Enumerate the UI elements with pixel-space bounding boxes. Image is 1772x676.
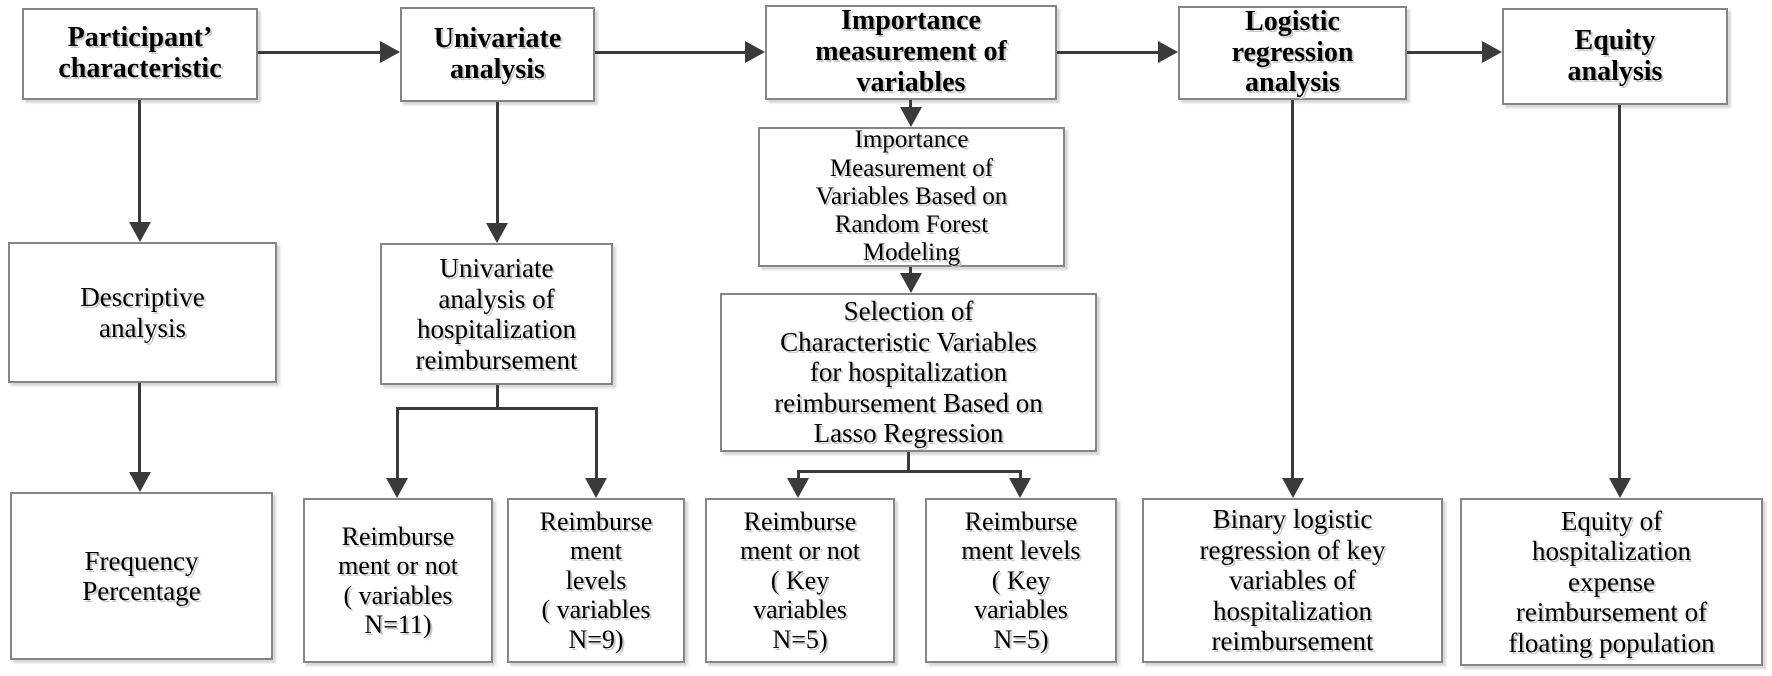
node-participant-characteristic-label: Participant’ characteristic xyxy=(58,22,222,84)
node-importance-measurement: Importance measurement of variables xyxy=(765,5,1057,100)
node-reimbursement-levels-n9: Reimburse ment levels ( variables N=9) xyxy=(507,498,685,663)
arrow-split-to-n9-line xyxy=(595,407,598,479)
arrow-descriptive-to-frequency-head xyxy=(129,472,151,492)
arrow-logistic-to-binary-head xyxy=(1282,478,1304,498)
node-lasso-regression: Selection of Characteristic Variables fo… xyxy=(720,293,1097,452)
split-lasso-stub xyxy=(907,452,910,472)
node-random-forest: Importance Measurement of Variables Base… xyxy=(758,126,1065,267)
node-univariate-analysis-label: Univariate analysis xyxy=(433,22,562,85)
arrow-participant-to-univariate-head xyxy=(380,41,400,63)
arrow-participant-to-univariate-line xyxy=(258,51,380,54)
node-equity-analysis-label: Equity analysis xyxy=(1567,24,1663,87)
arrow-split-to-keyn5a-line xyxy=(797,470,800,480)
arrow-split-to-keyn5b-line xyxy=(1019,470,1022,480)
node-equity-hospitalization-label: Equity of hospitalization expense reimbu… xyxy=(1508,505,1715,658)
node-univariate-hospitalization-label: Univariate analysis of hospitalization r… xyxy=(415,253,578,375)
split-univariate-crossbar xyxy=(396,407,598,410)
node-reimbursement-or-not-n11-label: Reimburse ment or not ( variables N=11) xyxy=(338,521,458,639)
node-participant-characteristic: Participant’ characteristic xyxy=(22,8,258,100)
arrow-logistic-to-equity-line xyxy=(1407,51,1482,54)
node-lasso-regression-label: Selection of Characteristic Variables fo… xyxy=(774,296,1043,449)
arrow-univariate-to-importance-head xyxy=(745,41,765,63)
arrow-randomforest-to-lasso-line xyxy=(909,267,912,276)
node-univariate-hospitalization: Univariate analysis of hospitalization r… xyxy=(380,243,613,385)
arrow-split-to-keyn5a-head xyxy=(787,478,809,498)
node-reimbursement-levels-n5: Reimburse ment levels ( Key variables N=… xyxy=(925,498,1117,663)
node-binary-logistic-regression: Binary logistic regression of key variab… xyxy=(1142,498,1443,663)
node-frequency-percentage-label: Frequency Percentage xyxy=(82,545,201,607)
arrow-logistic-to-binary-line xyxy=(1291,100,1294,480)
node-logistic-regression-label: Logistic regression analysis xyxy=(1231,5,1354,99)
arrow-randomforest-to-lasso-head xyxy=(900,273,922,293)
arrow-importance-to-randomforest-head xyxy=(900,107,922,127)
arrow-participant-to-descriptive-line xyxy=(138,100,141,224)
arrow-logistic-to-equity-head xyxy=(1482,41,1502,63)
node-equity-hospitalization: Equity of hospitalization expense reimbu… xyxy=(1460,498,1763,666)
node-univariate-analysis: Univariate analysis xyxy=(400,7,595,102)
arrow-split-to-n11-head xyxy=(386,478,408,498)
node-descriptive-analysis: Descriptive analysis xyxy=(8,242,277,383)
node-reimbursement-levels-n9-label: Reimburse ment levels ( variables N=9) xyxy=(539,507,653,654)
node-equity-analysis: Equity analysis xyxy=(1502,8,1728,105)
node-logistic-regression: Logistic regression analysis xyxy=(1178,6,1407,100)
arrow-descriptive-to-frequency-line xyxy=(138,383,141,474)
arrow-split-to-keyn5b-head xyxy=(1009,478,1031,498)
arrow-participant-to-descriptive-head xyxy=(129,222,151,242)
split-univariate-stub xyxy=(496,385,499,409)
arrow-univariate-to-importance-line xyxy=(595,51,745,54)
node-descriptive-analysis-label: Descriptive analysis xyxy=(80,282,205,343)
arrow-importance-to-randomforest-line xyxy=(909,100,912,110)
node-reimbursement-or-not-n11: Reimburse ment or not ( variables N=11) xyxy=(303,498,493,663)
arrow-split-to-n9-head xyxy=(585,478,607,498)
arrow-split-to-n11-line xyxy=(396,407,399,479)
arrow-univariate-to-hospitalization-head xyxy=(486,223,508,243)
arrow-equity-to-equityhosp-head xyxy=(1609,478,1631,498)
split-lasso-crossbar xyxy=(797,470,1022,473)
node-frequency-percentage: Frequency Percentage xyxy=(10,492,273,660)
node-reimbursement-or-not-n5-label: Reimburse ment or not ( Key variables N=… xyxy=(740,507,860,654)
node-random-forest-label: Importance Measurement of Variables Base… xyxy=(815,126,1008,267)
arrow-importance-to-logistic-head xyxy=(1158,41,1178,63)
node-reimbursement-or-not-n5: Reimburse ment or not ( Key variables N=… xyxy=(705,498,895,663)
node-reimbursement-levels-n5-label: Reimburse ment levels ( Key variables N=… xyxy=(961,507,1081,654)
node-importance-measurement-label: Importance measurement of variables xyxy=(815,5,1007,98)
arrow-univariate-to-hospitalization-line xyxy=(496,102,499,224)
arrow-equity-to-equityhosp-line xyxy=(1618,105,1621,480)
node-binary-logistic-regression-label: Binary logistic regression of key variab… xyxy=(1199,504,1386,657)
arrow-importance-to-logistic-line xyxy=(1057,51,1158,54)
